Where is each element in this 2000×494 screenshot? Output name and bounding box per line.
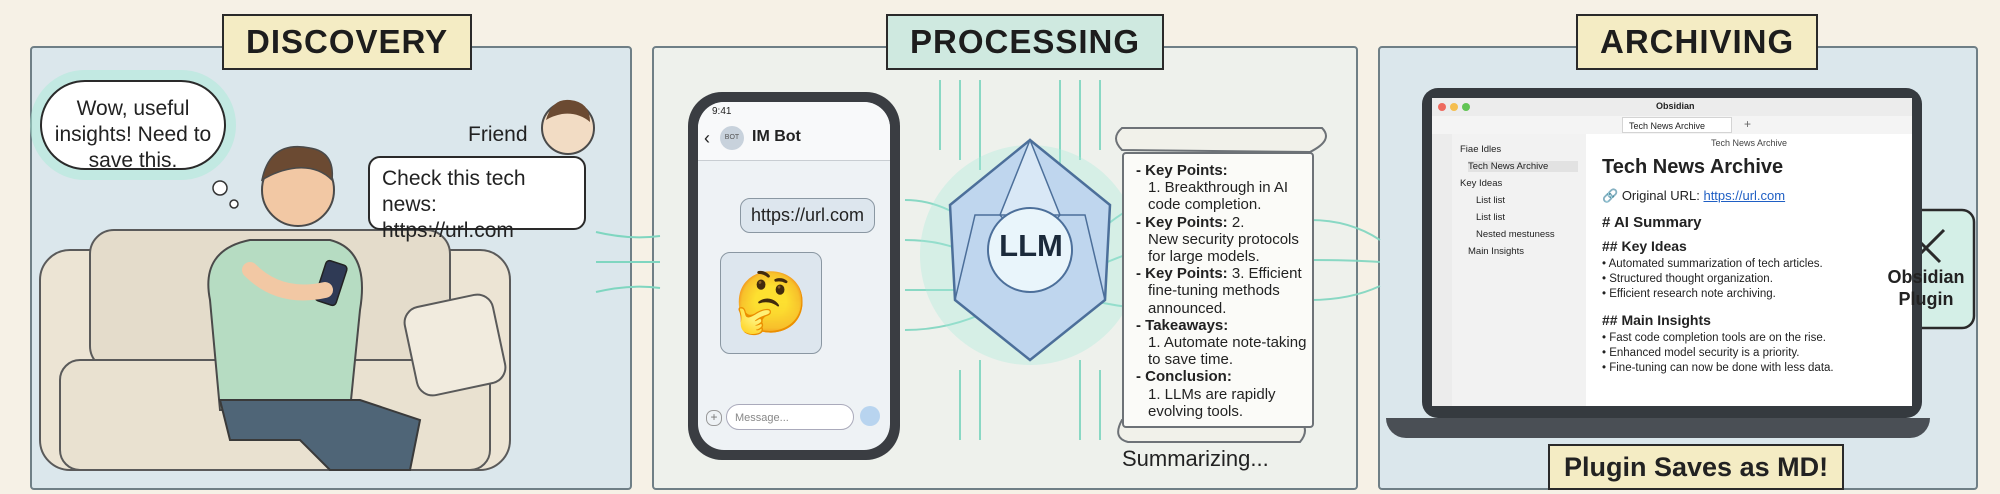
chat-title: IM Bot xyxy=(752,128,801,145)
url-label: Original URL: xyxy=(1621,188,1700,203)
ribbon xyxy=(1432,134,1453,406)
message-input[interactable]: Message... xyxy=(726,404,854,430)
summary-line: - Key Points: 3. Efficient xyxy=(1136,265,1302,283)
llm-label: LLM xyxy=(999,228,1063,263)
file-tree-item[interactable]: List list xyxy=(1476,212,1506,223)
speech-line: Check this tech news: xyxy=(382,167,526,216)
sofa-illustration xyxy=(39,229,511,471)
md-bullet: • Fast code completion tools are on the … xyxy=(1602,332,1826,344)
summary-line: evolving tools. xyxy=(1148,402,1244,420)
plugin-label-line: Obsidian xyxy=(1887,267,1965,287)
plugin-label-line: Plugin xyxy=(1898,289,1954,309)
md-bullet: • Automated summarization of tech articl… xyxy=(1602,258,1823,270)
close-icon[interactable] xyxy=(1438,103,1446,111)
tab-tech-news[interactable]: Tech News Archive xyxy=(1622,117,1732,133)
llm-crystal xyxy=(920,137,1140,365)
plugin-saves-tag: Plugin Saves as MD! xyxy=(1548,444,1845,490)
thought-line: save this. xyxy=(88,149,178,172)
summarizing-status: Summarizing... xyxy=(1122,446,1269,471)
summary-line: for large models. xyxy=(1148,248,1260,265)
note-pane: Tech News Archive Tech News Archive 🔗 Or… xyxy=(1586,134,1912,406)
new-tab-icon[interactable]: + xyxy=(1744,117,1752,131)
title-bar: Obsidian xyxy=(1432,98,1912,117)
summary-line: - Takeaways: xyxy=(1136,316,1229,334)
discovery-title: DISCOVERY xyxy=(222,14,473,70)
phone: 9:41 ‹ BOT IM Bot https://url.com 🤔 + Me… xyxy=(688,92,900,460)
maximize-icon[interactable] xyxy=(1462,103,1470,111)
back-icon[interactable]: ‹ xyxy=(704,128,710,148)
md-bullet: • Fine-tuning can now be done with less … xyxy=(1602,362,1834,374)
summary-line: 1. Breakthrough in AI xyxy=(1148,179,1289,197)
thought-line: Wow, useful xyxy=(76,97,190,120)
laptop-base xyxy=(1386,418,1930,438)
md-bullet: • Efficient research note archiving. xyxy=(1602,288,1776,300)
status-time: 9:41 xyxy=(712,106,732,117)
plugin-label: Obsidian Plugin xyxy=(1880,266,1972,310)
processing-title: PROCESSING xyxy=(886,14,1165,70)
speech-line: https://url.com xyxy=(382,219,514,242)
thinking-emoji-message: 🤔 xyxy=(720,252,822,354)
chat-header: 9:41 ‹ BOT IM Bot xyxy=(698,102,890,161)
summary-line: New security protocols xyxy=(1148,230,1299,248)
md-h2-key-ideas: ## Key Ideas xyxy=(1602,238,1687,254)
summary-line: announced. xyxy=(1148,299,1227,317)
summary-line: - Conclusion: xyxy=(1136,368,1232,386)
file-tree-item[interactable]: Fiae Idles xyxy=(1460,144,1502,155)
md-bullet: • Structured thought organization. xyxy=(1602,273,1773,285)
md-h1-ai-summary: # AI Summary xyxy=(1602,214,1702,231)
breadcrumb: Tech News Archive xyxy=(1710,138,1788,148)
link-icon: 🔗 xyxy=(1602,188,1622,203)
thought-bubble: Wow, useful insights! Need to save this. xyxy=(40,80,226,172)
summary-line: code completion. xyxy=(1148,196,1262,214)
url-message[interactable]: https://url.com xyxy=(740,198,876,233)
archiving-title: ARCHIVING xyxy=(1576,14,1819,70)
attach-icon[interactable]: + xyxy=(706,410,722,426)
file-tree-item[interactable]: Key Ideas xyxy=(1460,178,1503,189)
summary-line: to save time. xyxy=(1148,351,1234,369)
file-tree-item[interactable]: Nested mestuness xyxy=(1476,229,1555,240)
summary-line: 1. Automate note-taking xyxy=(1148,334,1307,351)
phone-screen: 9:41 ‹ BOT IM Bot https://url.com 🤔 + Me… xyxy=(698,102,890,450)
md-bullet: • Enhanced model security is a priority. xyxy=(1602,347,1800,359)
thought-line: insights! Need to xyxy=(54,123,212,146)
file-tree-item[interactable]: List list xyxy=(1476,195,1506,206)
minimize-icon[interactable] xyxy=(1450,103,1458,111)
summary-line: - Key Points: xyxy=(1136,162,1228,179)
person-illustration xyxy=(207,146,422,471)
original-url-link[interactable]: https://url.com xyxy=(1703,188,1786,203)
friend-label: Friend xyxy=(468,123,528,146)
mic-icon[interactable] xyxy=(860,406,880,426)
summary-line: 1. LLMs are rapidly xyxy=(1148,385,1276,403)
tab-bar: Tech News Archive + xyxy=(1432,116,1912,135)
summary-line: fine-tuning methods xyxy=(1148,282,1280,300)
original-url-line: 🔗 Original URL: https://url.com xyxy=(1602,188,1785,204)
md-h2-main-insights: ## Main Insights xyxy=(1602,312,1711,328)
file-tree-item[interactable]: Main Insights xyxy=(1468,246,1524,257)
file-tree-item[interactable]: Tech News Archive xyxy=(1468,161,1578,172)
bot-avatar: BOT xyxy=(720,126,744,150)
note-heading: Tech News Archive xyxy=(1602,156,1784,178)
summary-line: - Key Points: 2. xyxy=(1136,213,1245,231)
speech-bubble: Check this tech news: https://url.com xyxy=(368,156,586,242)
app-title: Obsidian xyxy=(1656,101,1695,111)
